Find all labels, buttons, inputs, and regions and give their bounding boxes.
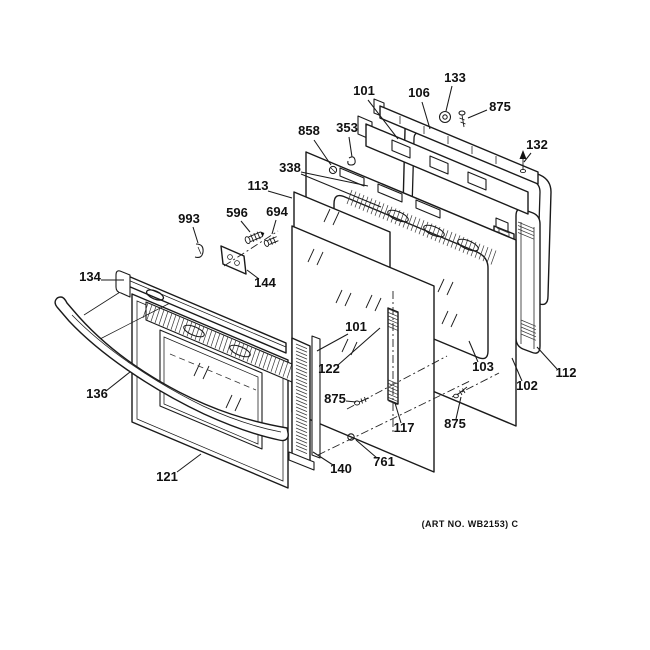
screw-875-right <box>453 386 468 399</box>
part-label-133: 133 <box>444 70 466 85</box>
pin-132 <box>519 150 527 174</box>
leader-line <box>445 85 453 112</box>
part-label-596: 596 <box>226 205 248 220</box>
grommet-761 <box>347 433 355 441</box>
grommet-133 <box>438 110 452 124</box>
part-label-875: 875 <box>444 416 466 431</box>
leader-line <box>240 220 251 233</box>
part-label-113: 113 <box>248 178 269 193</box>
top-channel-101-drawing <box>357 115 529 215</box>
leader-line <box>300 171 369 187</box>
leader-line <box>313 139 332 166</box>
leader-line <box>105 371 131 392</box>
screw-858 <box>328 165 338 175</box>
part-label-136: 136 <box>86 386 108 401</box>
leader-line <box>271 219 277 235</box>
leader-line <box>511 357 523 382</box>
door-panel-121-drawing <box>131 293 293 489</box>
part-label-122: 122 <box>318 361 340 376</box>
part-label-101: 101 <box>353 83 375 98</box>
screw-875-top <box>458 110 466 128</box>
part-label-103: 103 <box>472 359 494 374</box>
handle-136-drawing <box>54 296 289 442</box>
leader-line <box>246 269 260 280</box>
leader-line <box>394 402 402 424</box>
part-label-132: 132 <box>526 137 548 152</box>
part-label-858: 858 <box>298 123 320 138</box>
part-label-106: 106 <box>408 85 430 100</box>
top-trim-134-drawing <box>83 270 287 354</box>
door-top-texture <box>142 302 293 379</box>
leader-line <box>176 453 202 473</box>
insulation-strip-hatching <box>323 189 497 328</box>
leader-line <box>467 109 488 119</box>
part-label-102: 102 <box>516 378 538 393</box>
part-label-121: 121 <box>156 469 178 484</box>
leader-line <box>312 451 334 466</box>
glass-reflection-marks <box>307 248 398 435</box>
part-labels: 133 101 106 875 858 353 132 338 113 993 596 694 134 1… <box>79 70 576 484</box>
part-label-112: 112 <box>556 365 577 380</box>
leader-line <box>455 396 462 420</box>
leader-line <box>523 152 532 163</box>
leader-line <box>367 99 399 140</box>
fasteners <box>194 110 527 441</box>
part-label-875: 875 <box>489 99 511 114</box>
leader-line <box>345 400 357 403</box>
part-label-338: 338 <box>279 160 301 175</box>
leader-line <box>468 340 479 363</box>
part-label-117: 117 <box>394 420 415 435</box>
leader-line <box>355 439 378 459</box>
door-hatching <box>169 343 308 454</box>
part-label-134: 134 <box>79 269 101 284</box>
part-label-144: 144 <box>254 275 276 290</box>
leader-line <box>267 190 293 199</box>
side-trim-140-drawing <box>288 335 321 471</box>
leader-line <box>316 333 349 352</box>
top-trim-106-drawing <box>373 98 539 185</box>
clip-353 <box>347 156 356 166</box>
leader-line <box>337 327 381 366</box>
part-label-993: 993 <box>178 211 200 226</box>
screw-694 <box>263 236 279 247</box>
part-label-353: 353 <box>336 120 358 135</box>
leader-line <box>300 173 382 208</box>
art-number-caption: (ART NO. WB2153) C <box>422 519 519 529</box>
leader-line <box>536 346 558 370</box>
part-label-140: 140 <box>330 461 352 476</box>
leader-line <box>421 101 431 130</box>
leader-line <box>192 226 199 244</box>
clip-993 <box>194 243 204 258</box>
leader-line <box>348 136 353 158</box>
screw-596 <box>244 231 265 244</box>
part-label-694: 694 <box>266 204 288 219</box>
part-label-875: 875 <box>324 391 346 406</box>
part-label-761: 761 <box>373 454 395 469</box>
part-label-101: 101 <box>345 319 367 334</box>
